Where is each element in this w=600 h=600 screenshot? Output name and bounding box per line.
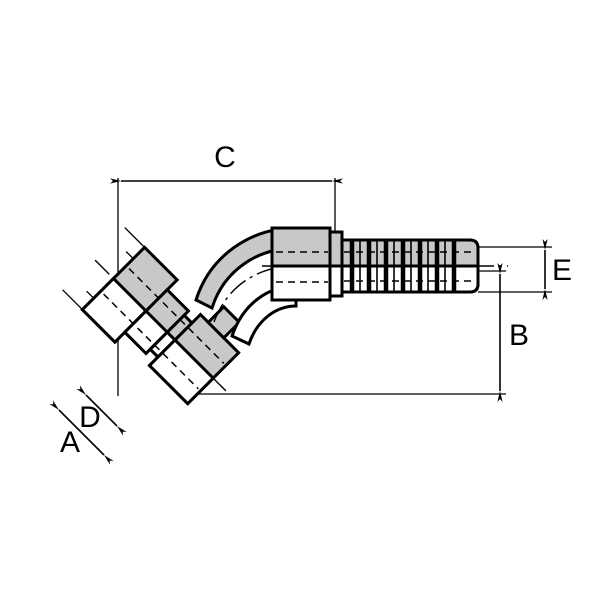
barb-outline-lower [340, 264, 480, 294]
flange-head-assembly [62, 227, 242, 406]
dimension-label-E: E [552, 254, 572, 287]
flange-hidden-bore [103, 268, 225, 390]
dimension-label-B: B [509, 319, 529, 352]
dimension-labels: C E B A D [60, 141, 572, 459]
dimension-label-A: A [60, 426, 80, 459]
washer-ring [328, 230, 344, 298]
hose-barb [262, 238, 508, 294]
flange-boss-nub [206, 304, 242, 341]
dimension-label-D: D [79, 401, 101, 434]
dimension-line-D [76, 385, 127, 436]
barb-hidden-bore [344, 251, 474, 282]
flange-centerline [94, 259, 229, 394]
collar-hidden-bore [276, 251, 328, 283]
collar-body-lower [270, 264, 332, 302]
elbow-bore-hidden-lower [248, 305, 297, 345]
hex-collar-block [270, 226, 332, 302]
extension-lines [117, 178, 552, 396]
dimension-lines [49, 178, 548, 465]
dimension-label-C: C [214, 141, 236, 174]
elbow-centerline [213, 265, 297, 323]
washer-ring-lower [328, 264, 344, 298]
